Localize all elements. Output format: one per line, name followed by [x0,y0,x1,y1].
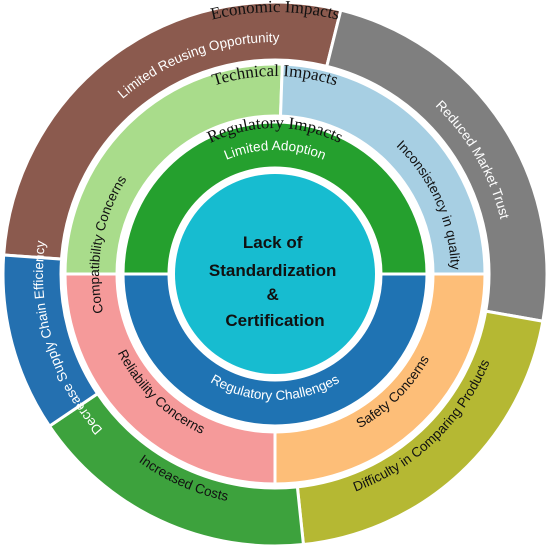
middle-segment-reliability [63,272,277,486]
economic-impacts-title: Economic Impacts [209,0,342,24]
center-line-1: Lack of [243,233,303,252]
center-line-2: Standardization [209,261,337,280]
center-line-3: & [266,285,278,304]
inner-segment-regulatory-challenges [121,272,429,428]
center-circle [175,174,375,374]
inner-segment-limited-adoption [121,120,429,276]
outer-segment-decrease-supply-chain [1,253,100,429]
center-line-4: Certification [225,311,324,330]
center-title: Lack of Standardization & Certification [209,233,341,330]
